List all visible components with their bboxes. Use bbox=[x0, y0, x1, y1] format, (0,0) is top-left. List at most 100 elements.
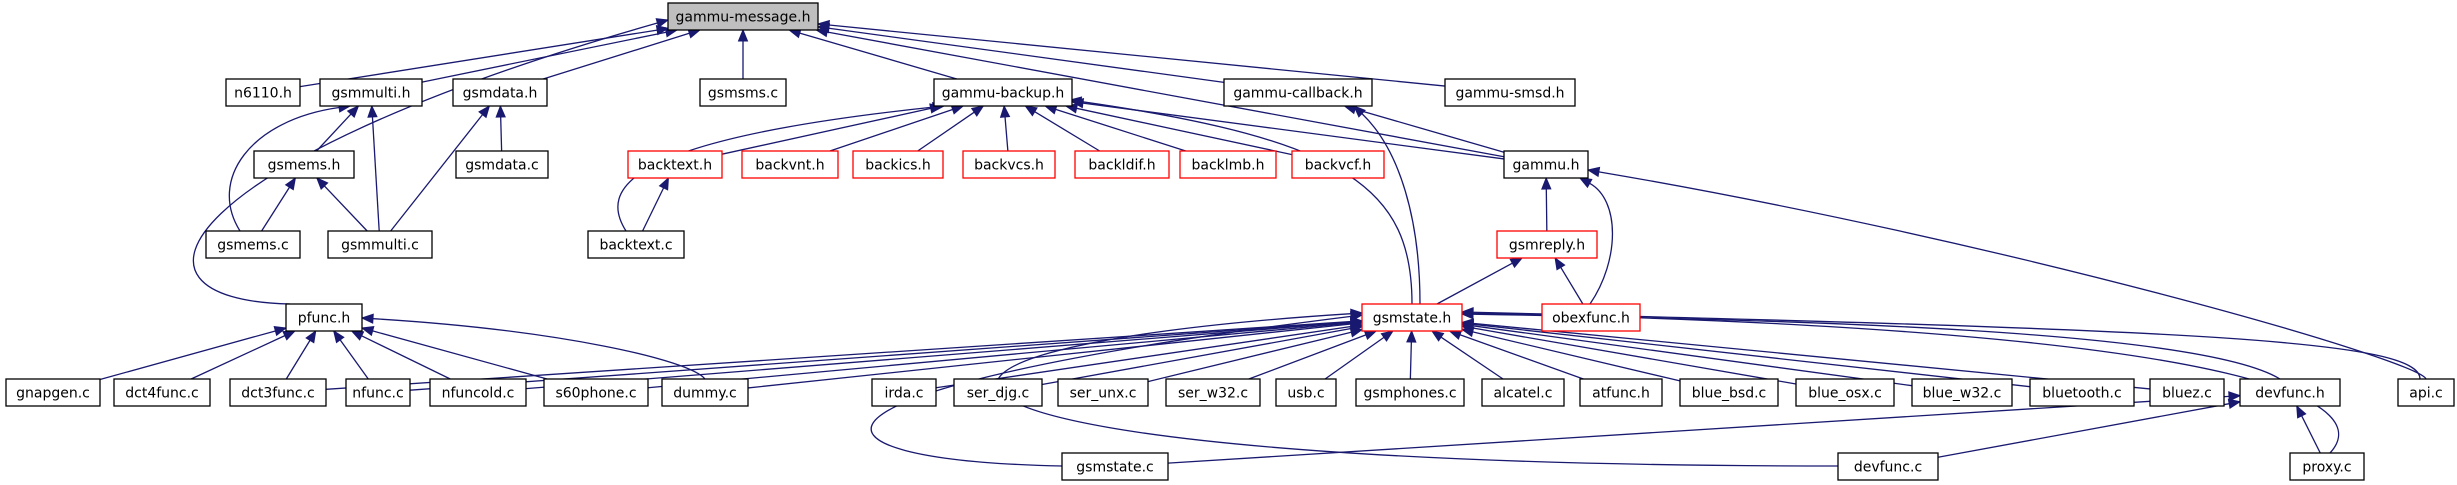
node-s60phone-c[interactable]: s60phone.c bbox=[543, 378, 649, 407]
node-gsmstate-h[interactable]: gsmstate.h bbox=[1361, 303, 1463, 332]
node-backlmb-h[interactable]: backlmb.h bbox=[1179, 150, 1277, 179]
node-box[interactable] bbox=[1179, 150, 1277, 179]
node-bluez-c[interactable]: bluez.c bbox=[2149, 378, 2225, 407]
node-devfunc-c[interactable]: devfunc.c bbox=[1837, 452, 1939, 481]
node-dct3func-c[interactable]: dct3func.c bbox=[229, 378, 327, 407]
node-gsmems-h[interactable]: gsmems.h bbox=[253, 150, 355, 179]
node-box[interactable] bbox=[452, 78, 548, 107]
node-nfunc-c[interactable]: nfunc.c bbox=[345, 378, 411, 407]
node-gammu-message-h[interactable]: gammu-message.h bbox=[667, 2, 819, 31]
node-box[interactable] bbox=[587, 230, 685, 259]
node-box[interactable] bbox=[1275, 378, 1337, 407]
node-box[interactable] bbox=[1355, 378, 1465, 407]
node-box[interactable] bbox=[205, 230, 301, 259]
node-dct4func-c[interactable]: dct4func.c bbox=[113, 378, 211, 407]
node-box[interactable] bbox=[1061, 452, 1169, 481]
node-gsmdata-c[interactable]: gsmdata.c bbox=[455, 150, 549, 179]
node-box[interactable] bbox=[5, 378, 101, 407]
node-blue-w32-c[interactable]: blue_w32.c bbox=[1911, 378, 2013, 407]
node-box[interactable] bbox=[667, 2, 819, 31]
node-gsmdata-h[interactable]: gsmdata.h bbox=[452, 78, 548, 107]
node-box[interactable] bbox=[953, 378, 1043, 407]
node-box[interactable] bbox=[319, 78, 423, 107]
node-box[interactable] bbox=[962, 150, 1056, 179]
node-gammu-callback-h[interactable]: gammu-callback.h bbox=[1223, 78, 1373, 107]
node-box[interactable] bbox=[2397, 378, 2455, 407]
node-blue-osx-c[interactable]: blue_osx.c bbox=[1795, 378, 1895, 407]
node-gnapgen-c[interactable]: gnapgen.c bbox=[5, 378, 101, 407]
node-box[interactable] bbox=[2239, 378, 2341, 407]
node-box[interactable] bbox=[2149, 378, 2225, 407]
node-gammu-smsd-h[interactable]: gammu-smsd.h bbox=[1444, 78, 1576, 107]
node-box[interactable] bbox=[225, 78, 301, 107]
node-backldif-h[interactable]: backldif.h bbox=[1074, 150, 1170, 179]
node-api-c[interactable]: api.c bbox=[2397, 378, 2455, 407]
node-box[interactable] bbox=[1837, 452, 1939, 481]
node-box[interactable] bbox=[661, 378, 749, 407]
node-box[interactable] bbox=[1795, 378, 1895, 407]
node-nfuncold-c[interactable]: nfuncold.c bbox=[429, 378, 527, 407]
node-gsmstate-c[interactable]: gsmstate.c bbox=[1061, 452, 1169, 481]
node-box[interactable] bbox=[741, 150, 839, 179]
node-box[interactable] bbox=[1223, 78, 1373, 107]
node-n6110-h[interactable]: n6110.h bbox=[225, 78, 301, 107]
node-box[interactable] bbox=[543, 378, 649, 407]
node-box[interactable] bbox=[253, 150, 355, 179]
node-backvcf-h[interactable]: backvcf.h bbox=[1291, 150, 1385, 179]
node-gsmems-c[interactable]: gsmems.c bbox=[205, 230, 301, 259]
node-gammu-backup-h[interactable]: gammu-backup.h bbox=[933, 78, 1073, 107]
node-box[interactable] bbox=[699, 78, 787, 107]
node-ser-djg-c[interactable]: ser_djg.c bbox=[953, 378, 1043, 407]
node-box[interactable] bbox=[1911, 378, 2013, 407]
node-box[interactable] bbox=[429, 378, 527, 407]
node-box[interactable] bbox=[1074, 150, 1170, 179]
node-dummy-c[interactable]: dummy.c bbox=[661, 378, 749, 407]
node-box[interactable] bbox=[327, 230, 433, 259]
node-box[interactable] bbox=[1361, 303, 1463, 332]
node-gammu-h[interactable]: gammu.h bbox=[1503, 150, 1589, 179]
node-box[interactable] bbox=[1481, 378, 1565, 407]
node-atfunc-h[interactable]: atfunc.h bbox=[1579, 378, 1663, 407]
node-devfunc-h[interactable]: devfunc.h bbox=[2239, 378, 2341, 407]
node-ser-unx-c[interactable]: ser_unx.c bbox=[1057, 378, 1149, 407]
node-box[interactable] bbox=[1291, 150, 1385, 179]
node-box[interactable] bbox=[455, 150, 549, 179]
node-box[interactable] bbox=[285, 303, 363, 332]
node-gsmreply-h[interactable]: gsmreply.h bbox=[1496, 230, 1598, 259]
node-gsmsms-c[interactable]: gsmsms.c bbox=[699, 78, 787, 107]
node-box[interactable] bbox=[627, 150, 723, 179]
node-box[interactable] bbox=[113, 378, 211, 407]
node-box[interactable] bbox=[229, 378, 327, 407]
node-box[interactable] bbox=[1444, 78, 1576, 107]
node-gsmmulti-h[interactable]: gsmmulti.h bbox=[319, 78, 423, 107]
node-backvnt-h[interactable]: backvnt.h bbox=[741, 150, 839, 179]
node-box[interactable] bbox=[1541, 303, 1641, 332]
node-obexfunc-h[interactable]: obexfunc.h bbox=[1541, 303, 1641, 332]
node-box[interactable] bbox=[1579, 378, 1663, 407]
node-blue-bsd-c[interactable]: blue_bsd.c bbox=[1679, 378, 1779, 407]
node-box[interactable] bbox=[1057, 378, 1149, 407]
node-backtext-h[interactable]: backtext.h bbox=[627, 150, 723, 179]
node-ser-w32-c[interactable]: ser_w32.c bbox=[1165, 378, 1261, 407]
node-gsmphones-c[interactable]: gsmphones.c bbox=[1355, 378, 1465, 407]
node-box[interactable] bbox=[1496, 230, 1598, 259]
node-box[interactable] bbox=[933, 78, 1073, 107]
node-proxy-c[interactable]: proxy.c bbox=[2289, 452, 2365, 481]
node-alcatel-c[interactable]: alcatel.c bbox=[1481, 378, 1565, 407]
node-bluetooth-c[interactable]: bluetooth.c bbox=[2029, 378, 2135, 407]
node-box[interactable] bbox=[345, 378, 411, 407]
node-usb-c[interactable]: usb.c bbox=[1275, 378, 1337, 407]
node-box[interactable] bbox=[2289, 452, 2365, 481]
node-gsmmulti-c[interactable]: gsmmulti.c bbox=[327, 230, 433, 259]
node-backics-h[interactable]: backics.h bbox=[852, 150, 944, 179]
node-backtext-c[interactable]: backtext.c bbox=[587, 230, 685, 259]
node-box[interactable] bbox=[1679, 378, 1779, 407]
node-box[interactable] bbox=[1503, 150, 1589, 179]
node-box[interactable] bbox=[1165, 378, 1261, 407]
node-box[interactable] bbox=[2029, 378, 2135, 407]
node-irda-c[interactable]: irda.c bbox=[871, 378, 937, 407]
node-box[interactable] bbox=[871, 378, 937, 407]
node-pfunc-h[interactable]: pfunc.h bbox=[285, 303, 363, 332]
node-box[interactable] bbox=[852, 150, 944, 179]
node-backvcs-h[interactable]: backvcs.h bbox=[962, 150, 1056, 179]
